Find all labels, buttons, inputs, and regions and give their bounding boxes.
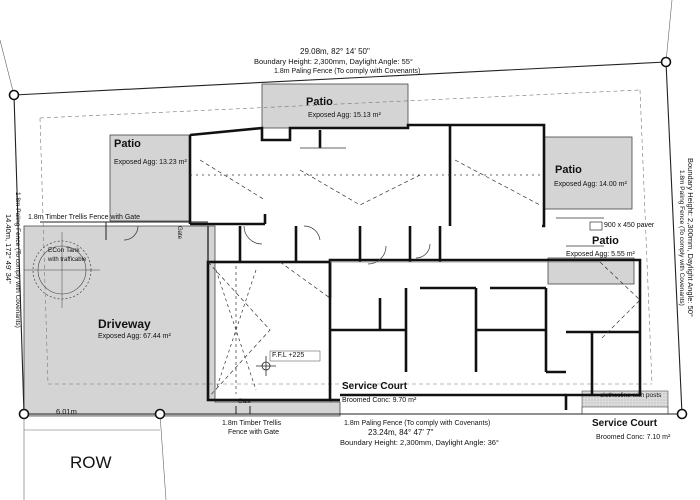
top-fence-label: 1.8m Paling Fence (To comply with Covena… <box>274 68 421 75</box>
top-boundary-dimension: 29.08m, 82° 14' 50" <box>300 47 370 56</box>
site-boundary <box>0 0 683 500</box>
patio-small-title: Patio <box>592 235 619 247</box>
boundary-pegs <box>8 56 688 420</box>
peg-bottom-mid <box>154 408 166 420</box>
right-fence-label: 1.8m Paling Fence (To comply with Covena… <box>678 170 685 306</box>
driveway-title: Driveway <box>98 317 151 331</box>
driveway-area-label: Exposed Agg: 67.44 m² <box>98 333 171 340</box>
building-walls <box>188 123 642 410</box>
peg-top-right <box>660 56 672 68</box>
peg-bottom-left <box>18 408 30 420</box>
patio-small-area-label: Exposed Agg: 5.55 m² <box>566 251 635 258</box>
patio-top-area <box>261 83 409 129</box>
gate-label-bottom: Gate <box>238 399 252 405</box>
tank-label-line2: with trafficable <box>48 257 87 263</box>
setback-lines <box>39 89 653 385</box>
clothesline-label: clothesline with posts <box>600 392 662 399</box>
left-fence-label: 1.8m Paling Fence (To comply with Covena… <box>14 192 21 328</box>
patio-right-area-label: Exposed Agg: 14.00 m² <box>554 181 627 188</box>
width-dimension: 6.01m <box>56 407 77 416</box>
ffl-label: F.F.L +225 <box>272 352 305 359</box>
left-boundary-dimension: 14.40m, 172° 49' 34" <box>4 214 13 284</box>
paved-areas <box>23 83 635 417</box>
patio-top-area-label: Exposed Agg: 15.13 m² <box>308 112 381 119</box>
bottom-boundary-dimension: 23.24m, 84° 47' 7" <box>368 428 434 437</box>
patio-top-title: Patio <box>306 96 333 108</box>
peg-top-left <box>8 89 20 101</box>
bottom-boundary-height: Boundary Height: 2,300mm, Daylight Angle… <box>340 438 499 447</box>
patio-left-title: Patio <box>114 138 141 150</box>
patio-left-area-label: Exposed Agg: 13.23 m² <box>114 159 187 166</box>
trellis-bottom-line1: 1.8m Timber Trellis <box>222 420 282 427</box>
patio-left-area <box>109 134 191 222</box>
right-boundary-height: Boundary Height: 2,300mm, Daylight Angle… <box>686 158 695 317</box>
row-label: ROW <box>70 453 112 472</box>
service-court-area-label: Broomed Conc: 9.70 m² <box>342 397 417 404</box>
ffl-marker <box>256 350 321 376</box>
patio-right-title: Patio <box>555 164 582 176</box>
interior-details <box>40 147 669 414</box>
service-court-right-area-label: Broomed Conc: 7.10 m² <box>596 434 671 441</box>
trellis-fence-label: 1.8m Timber Trellis Fence with Gate <box>28 214 141 221</box>
paver-label: 900 x 450 paver <box>604 222 655 229</box>
top-boundary-height: Boundary Height: 2,300mm, Daylight Angle… <box>254 57 413 66</box>
service-court-title: Service Court <box>342 381 408 392</box>
bottom-fence-label: 1.8m Paling Fence (To comply with Covena… <box>344 420 491 427</box>
trellis-bottom-line2: Fence with Gate <box>228 429 279 436</box>
patio-right-area <box>543 136 633 210</box>
gate-label-side: Gate <box>176 226 182 240</box>
econ-tank <box>24 232 100 308</box>
tank-label-line1: ECon Tank <box>48 247 80 254</box>
driveway-area <box>23 225 341 417</box>
paver-tile <box>589 221 603 231</box>
service-court-right-title: Service Court <box>592 418 658 429</box>
peg-bottom-right <box>676 408 688 420</box>
